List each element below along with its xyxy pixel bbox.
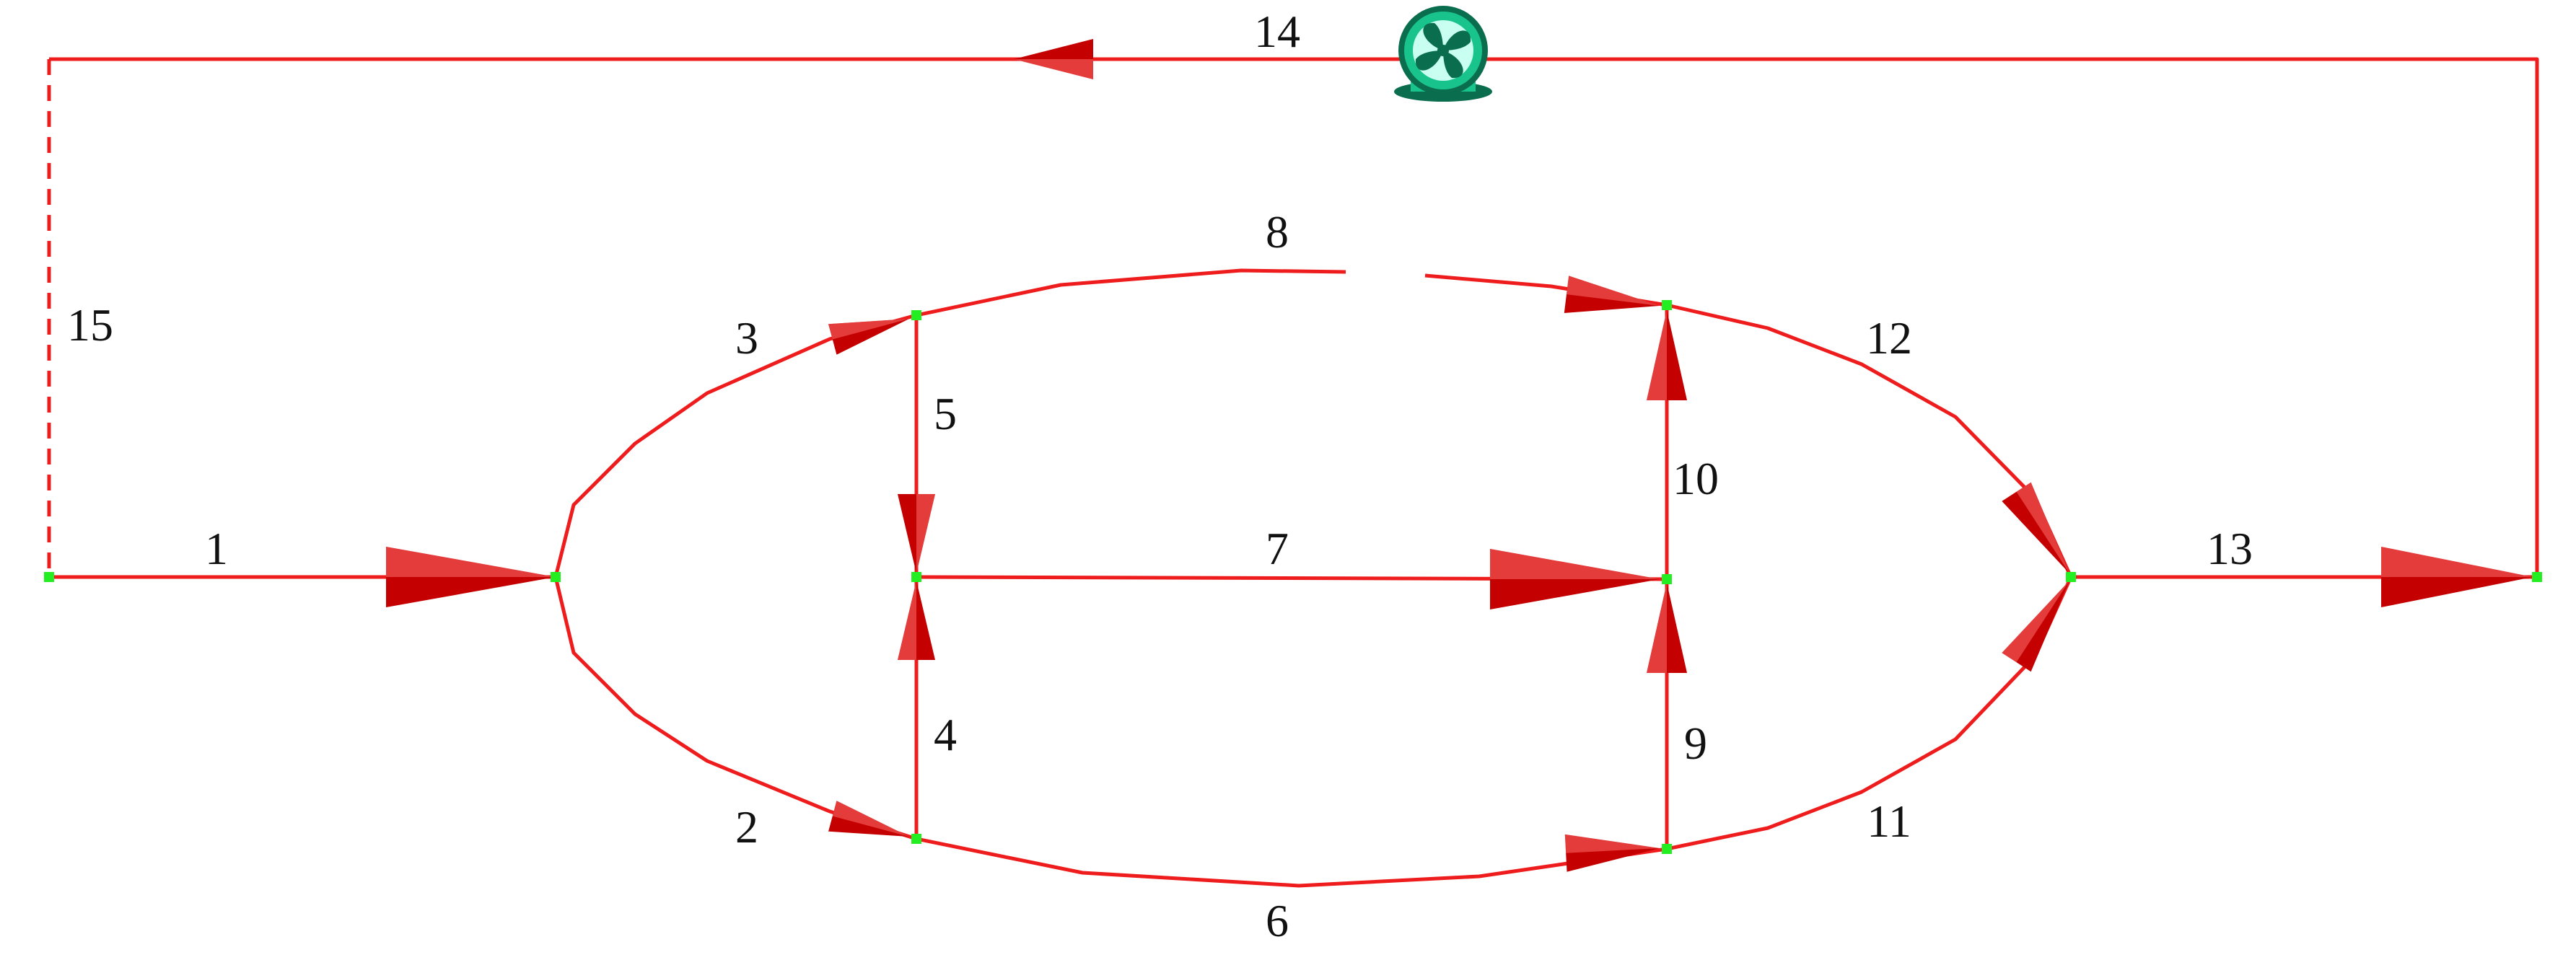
- flow-arrow-12: [2002, 482, 2069, 573]
- branch-label-7: 7: [1266, 523, 1289, 574]
- branch-label-3: 3: [735, 312, 758, 364]
- flow-arrow-4: [898, 581, 935, 660]
- flow-arrow-11: [2002, 581, 2069, 672]
- flow-arrows: [386, 39, 2533, 872]
- junction-node[interactable]: [1662, 844, 1672, 854]
- junction-node[interactable]: [2532, 572, 2542, 582]
- flow-arrow-13: [2381, 547, 2533, 607]
- branch-line-8[interactable]: [916, 268, 1346, 317]
- flow-arrow-5: [898, 494, 935, 573]
- branch-label-10: 10: [1673, 453, 1719, 504]
- junction-node[interactable]: [551, 572, 561, 582]
- branch-label-6: 6: [1266, 895, 1289, 946]
- flow-arrow-1: [386, 547, 556, 607]
- branch-lines: [47, 57, 2539, 888]
- junction-node[interactable]: [911, 834, 921, 844]
- branch-line-14[interactable]: [49, 57, 2539, 577]
- junction-node[interactable]: [2066, 572, 2076, 582]
- flow-arrow-6: [1564, 834, 1660, 872]
- branch-label-12: 12: [1866, 312, 1912, 364]
- junction-node[interactable]: [44, 572, 54, 582]
- branch-label-8: 8: [1266, 206, 1289, 257]
- flow-arrow-3: [828, 319, 909, 355]
- flow-arrow-10: [1647, 310, 1687, 400]
- junction-node[interactable]: [911, 310, 921, 320]
- junction-node[interactable]: [911, 572, 921, 582]
- branch-line-2[interactable]: [553, 576, 917, 841]
- branch-label-9: 9: [1684, 718, 1707, 769]
- branch-label-11: 11: [1867, 796, 1911, 847]
- branch-label-15: 15: [67, 299, 113, 351]
- flow-arrow-14: [1014, 39, 1093, 79]
- junction-nodes: [44, 300, 2542, 854]
- junction-node[interactable]: [1662, 300, 1672, 310]
- fan-icon[interactable]: [1394, 6, 1492, 102]
- branch-label-14: 14: [1254, 6, 1300, 57]
- branch-label-1: 1: [205, 523, 228, 574]
- branch-label-4: 4: [934, 709, 957, 760]
- branch-label-2: 2: [735, 801, 758, 853]
- junction-node[interactable]: [1662, 574, 1672, 584]
- branch-label-13: 13: [2207, 523, 2253, 574]
- flow-arrow-7: [1490, 549, 1660, 609]
- branch-line-6[interactable]: [916, 837, 1668, 888]
- flow-arrow-9: [1647, 583, 1687, 673]
- flow-arrow-8: [1564, 276, 1660, 313]
- flow-arrow-2: [828, 801, 909, 837]
- branch-label-5: 5: [934, 388, 957, 439]
